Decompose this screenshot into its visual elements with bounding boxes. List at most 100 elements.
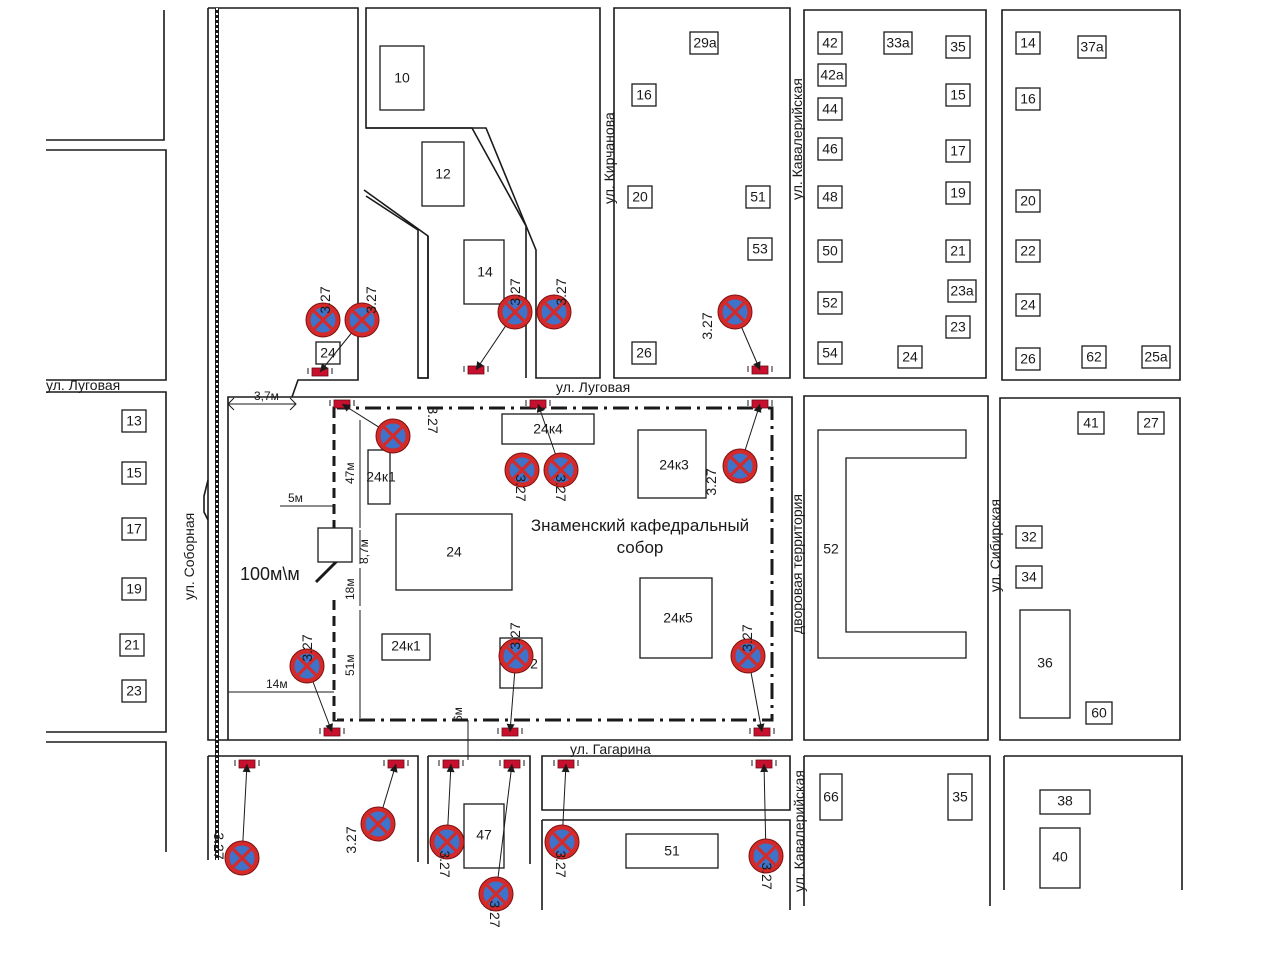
building-box bbox=[625, 833, 719, 869]
sign-code-label: 3.27 bbox=[317, 286, 333, 313]
building-box bbox=[1015, 189, 1041, 213]
building-box bbox=[883, 31, 913, 55]
dim-label: 47м bbox=[343, 462, 357, 484]
no-stopping-sign-icon bbox=[478, 876, 514, 912]
block-nw bbox=[46, 10, 165, 141]
pointer-arrow-icon bbox=[561, 764, 570, 773]
no-stopping-sign-icon bbox=[498, 638, 534, 674]
dim-arrow bbox=[227, 397, 297, 411]
building-number: 51 bbox=[750, 189, 766, 205]
building-number: 24к1 bbox=[366, 469, 396, 485]
building-number: 42 bbox=[822, 35, 838, 51]
building-number: 62 bbox=[1086, 349, 1102, 365]
building-number: 36 bbox=[1037, 655, 1053, 671]
building-box bbox=[121, 679, 147, 703]
building-box bbox=[379, 45, 425, 111]
street-label: ул. Кавалерийская bbox=[791, 770, 807, 892]
no-stopping-sign-icon bbox=[360, 806, 396, 842]
building-box bbox=[421, 141, 465, 207]
building-number: 47 bbox=[476, 827, 492, 843]
sign-code-label: 3.27 bbox=[211, 832, 227, 859]
building-number: 19 bbox=[950, 185, 966, 201]
building-number: 15 bbox=[126, 465, 142, 481]
building-box bbox=[945, 181, 971, 205]
building-box bbox=[947, 773, 973, 821]
building-number: 54 bbox=[822, 345, 838, 361]
no-stopping-sign-icon bbox=[289, 648, 325, 684]
building-box bbox=[747, 237, 773, 261]
building-box bbox=[639, 577, 713, 659]
block-west-lower bbox=[46, 391, 167, 733]
street-labels: ул. Луговая ул. Луговая ул. Соборная ул.… bbox=[46, 78, 1003, 892]
building-number: 2 bbox=[530, 656, 538, 672]
building-box bbox=[1015, 565, 1043, 589]
building-number: 24 bbox=[320, 345, 336, 361]
block-yard bbox=[803, 395, 989, 741]
pointer-arrow-icon bbox=[506, 723, 515, 732]
sign-code-label: 3.27 bbox=[343, 826, 359, 853]
cathedral-title-2: собор bbox=[617, 538, 664, 557]
building-box bbox=[817, 239, 843, 263]
post-bracket bbox=[751, 760, 777, 766]
building-box bbox=[501, 413, 595, 445]
building-box bbox=[1039, 827, 1081, 889]
post-bracket bbox=[749, 728, 775, 734]
building-number: 24к5 bbox=[663, 610, 693, 626]
building-box bbox=[395, 513, 513, 591]
building-number: 32 bbox=[1021, 529, 1037, 545]
building-number: 17 bbox=[950, 143, 966, 159]
building-box bbox=[1015, 347, 1041, 371]
city-blocks bbox=[46, 7, 1183, 910]
building-box bbox=[1015, 293, 1041, 317]
pointer-arrow-icon bbox=[446, 764, 455, 773]
inner-road-bottom bbox=[418, 236, 429, 379]
no-stopping-sign-icon bbox=[504, 452, 540, 488]
building-box bbox=[817, 185, 843, 209]
building-yard-c bbox=[817, 429, 967, 659]
building-number: 25а bbox=[1144, 349, 1168, 365]
building-box bbox=[367, 449, 391, 505]
post-bracket bbox=[438, 760, 464, 766]
building-number: 66 bbox=[823, 789, 839, 805]
building-number: 19 bbox=[126, 581, 142, 597]
zone-west-bend bbox=[314, 558, 340, 584]
building-box bbox=[1141, 345, 1171, 369]
building-number: 48 bbox=[822, 189, 838, 205]
building-box bbox=[817, 31, 843, 55]
building-number: 51 bbox=[664, 843, 680, 859]
post-bracket bbox=[319, 728, 345, 734]
building-number: 24к1 bbox=[391, 638, 421, 654]
no-stopping-sign-icon bbox=[543, 452, 579, 488]
sign-code-label: 3.27 bbox=[703, 468, 719, 495]
post-bracket bbox=[234, 760, 260, 766]
block-south-c bbox=[541, 819, 791, 910]
pointer-arrow-icon bbox=[753, 361, 761, 370]
building-number: 46 bbox=[822, 141, 838, 157]
no-stopping-sign-icon bbox=[305, 302, 341, 338]
sign-code-label: 3.27 bbox=[425, 406, 441, 433]
building-box bbox=[1081, 345, 1107, 369]
building-box bbox=[121, 461, 147, 485]
building-number: 20 bbox=[1020, 193, 1036, 209]
building-box bbox=[1039, 789, 1091, 815]
building-number: 33а bbox=[886, 35, 910, 51]
sign-code-label: 3.27 bbox=[759, 862, 775, 889]
building-number: 37а bbox=[1080, 39, 1104, 55]
street-label: ул. Луговая bbox=[46, 377, 120, 393]
pointer-arrow-icon bbox=[325, 723, 333, 732]
building-number: 52 bbox=[822, 295, 838, 311]
pointer-arrow-icon bbox=[320, 363, 329, 372]
building-number: 35 bbox=[950, 39, 966, 55]
block-south-c-top bbox=[541, 755, 791, 811]
block-kirchanova bbox=[613, 7, 791, 379]
dim-label: 51м bbox=[343, 654, 357, 676]
block-sibirskaya bbox=[999, 397, 1181, 741]
no-stopping-sign-icon bbox=[375, 418, 411, 454]
building-number: 22 bbox=[1020, 243, 1036, 259]
pointer-arrow-icon bbox=[342, 404, 351, 412]
building-box bbox=[463, 803, 505, 869]
perimeter-label: 100м\м bbox=[240, 564, 300, 584]
building-box bbox=[1077, 411, 1105, 435]
building-number: 14 bbox=[477, 264, 493, 280]
